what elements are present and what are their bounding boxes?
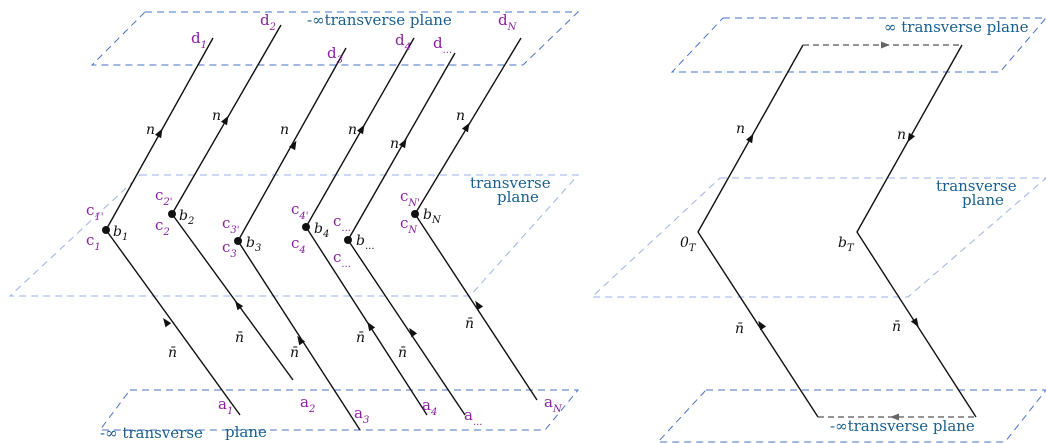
strand-1-upper-arrow [154, 128, 163, 139]
strand-3-b-label: b3 [246, 235, 261, 254]
strand-3-vertex-dot [234, 237, 242, 245]
left-bottom-plane [99, 389, 580, 431]
strand-4-a-label: a4 [422, 396, 437, 418]
right-left-nbar-label: n̄ [735, 321, 744, 337]
strand-2-b-label: b2 [179, 208, 194, 227]
strand-2-nbar-label: n̄ [235, 330, 244, 346]
strand-1-b-label: b1 [113, 224, 128, 243]
strand-ellipsis-upper-arrow [398, 138, 407, 149]
strand-1-a-label: a1 [218, 395, 233, 417]
left-bottom-plane-label-a: -∞ transverse [100, 424, 203, 442]
strand-1-lower-arrow [163, 317, 172, 328]
strand-ellipsis-a-label: a... [464, 406, 483, 428]
strand-4-b-label: b4 [314, 221, 329, 240]
strand-2-d-label: d2 [260, 11, 276, 33]
right-right-strand [856, 44, 977, 418]
strand-4-nbar-label: n̄ [356, 330, 365, 346]
strand-4-c-top-label: c4' [291, 200, 309, 222]
strand-ellipsis-lower-arrow [409, 327, 418, 338]
strand-3-a-label: a3 [354, 404, 369, 426]
left-middle-plane-label-2: plane [497, 188, 539, 206]
strand-1-c-top-label: c1' [86, 201, 104, 223]
strand-ellipsis: n n̄ d... a... c... c... b... [333, 34, 483, 428]
left-top-plane-label: -∞transverse plane [307, 11, 452, 29]
strand-ellipsis-nbar-label: n̄ [398, 345, 407, 361]
strand-4: n n̄ d4 a4 c4' c4 b4 [291, 31, 437, 418]
strand-2-upper-arrow [220, 115, 229, 126]
left-bottom-plane-label-b: plane [225, 423, 267, 441]
strand-3-lower-arrow [297, 335, 306, 346]
strand-1-c-bottom-label: c1 [86, 231, 101, 253]
strand-2: n n̄ d2 a2 c2' c2 b2 [155, 11, 315, 415]
strand-4-vertex-dot [302, 223, 310, 231]
strand-n-upper-arrow [461, 122, 470, 133]
strand-2-c-bottom-label: c2 [155, 216, 170, 238]
strand-1-nbar-label: n̄ [168, 345, 177, 361]
right-right-upper-arrow [907, 132, 916, 143]
strand-2-a-label: a2 [300, 393, 315, 415]
strand-2-n-label: n [212, 108, 221, 124]
strand-ellipsis-b-label: b... [356, 233, 375, 252]
right-middle-plane-label-2: plane [962, 191, 1004, 209]
strand-n-c-bottom-label: cN [400, 214, 418, 236]
right-right-n-label: n [897, 127, 906, 143]
strand-3-c-bottom-label: c3 [222, 238, 237, 260]
strand-ellipsis-d-label: d... [433, 34, 452, 56]
strand-4-upper-arrow [356, 124, 365, 135]
strand-3-nbar-label: n̄ [290, 345, 299, 361]
strand-3: n n̄ d3 a3 c3' c3 b3 [222, 44, 369, 431]
strand-n-c-top-label: cN' [400, 187, 420, 209]
strand-n-d-label: dN [498, 11, 518, 33]
strand-ellipsis-n-label: n [390, 136, 399, 152]
strand-n-lower-arrow [475, 300, 484, 311]
strand-n: n n̄ dN aN cN' cN bN [400, 11, 563, 415]
right-right-lower-arrow [910, 317, 919, 328]
right-left-n-label: n [736, 121, 745, 137]
strand-2-lower-arrow [235, 300, 244, 311]
strand-4-n-label: n [348, 122, 357, 138]
right-bottom-link-arrow [890, 413, 899, 421]
left-middle-plane [8, 174, 580, 297]
strand-n-nbar-label: n̄ [465, 316, 474, 332]
strand-1-vertex-dot [102, 226, 110, 234]
strand-n-vertex-dot [411, 210, 419, 218]
right-left-upper-arrow [745, 133, 754, 144]
strand-3-d-label: d3 [327, 44, 343, 66]
strand-ellipsis-c-bottom-label: c... [333, 248, 351, 270]
strand-1-d-label: d1 [191, 29, 207, 51]
strand-2-c-top-label: c2' [155, 186, 173, 208]
strand-4-c-bottom-label: c4 [291, 234, 306, 256]
strand-2-vertex-dot [168, 210, 176, 218]
right-left-strand [697, 44, 819, 418]
right-right-nbar-label: n̄ [892, 319, 901, 335]
right-left-vertex-label: 0T [680, 235, 697, 254]
strand-3-c-top-label: c3' [222, 214, 240, 236]
right-middle-plane [590, 177, 1046, 298]
strand-4-lower-arrow [367, 321, 376, 332]
strand-3-n-label: n [280, 122, 289, 138]
left-diagram: -∞transverse plane transverse plane -∞ t… [8, 11, 580, 442]
right-right-vertex-label: bT [838, 235, 855, 254]
right-top-plane [670, 17, 1046, 73]
left-middle-plane-label-1: transverse [470, 174, 551, 192]
right-top-link-arrow [881, 41, 890, 49]
right-middle-plane-label-1: transverse [936, 177, 1017, 195]
strand-ellipsis-c-top-label: c... [333, 212, 351, 234]
strand-ellipsis-vertex-dot [344, 236, 352, 244]
right-diagram: ∞ transverse plane transverse plane -∞tr… [590, 17, 1046, 443]
strand-n-n-label: n [456, 108, 465, 124]
strand-1-n-label: n [146, 122, 155, 138]
strand-4-d-label: d4 [395, 31, 411, 53]
strand-1: n n̄ d1 a1 c1' c1 b1 [86, 29, 241, 417]
strand-3-upper-arrow [288, 140, 297, 151]
strand-n-b-label: bN [423, 207, 442, 226]
strand-n-a-label: aN [544, 393, 563, 415]
left-top-plane [90, 11, 580, 66]
right-bottom-plane-label: -∞transverse plane [830, 417, 975, 435]
right-left-lower-arrow [758, 320, 767, 331]
right-top-plane-label: ∞ transverse plane [884, 18, 1029, 36]
